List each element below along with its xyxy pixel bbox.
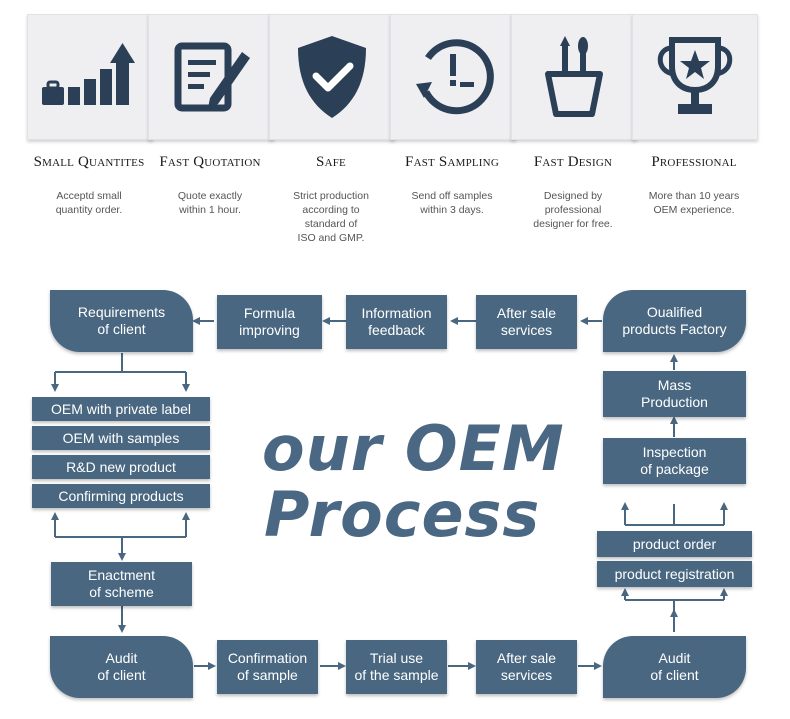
node-product-registration: product registration	[597, 561, 752, 587]
feature-tile	[27, 14, 153, 140]
node-after-sale-bottom: After sale services	[476, 640, 577, 694]
clock-refresh-icon	[416, 39, 494, 115]
feature-tile	[148, 14, 274, 140]
option-private-label: OEM with private label	[32, 397, 210, 421]
node-product-order: product order	[597, 531, 752, 557]
feature-title: Fast Design	[533, 154, 613, 170]
feature-title: Safe	[316, 154, 346, 170]
feature-tile	[511, 14, 637, 140]
node-formula: Formula improving	[217, 295, 322, 349]
feature-fast-design: Fast Design Designed by professional des…	[511, 14, 637, 230]
document-pen-icon	[174, 42, 250, 112]
feature-title: Fast Sampling	[405, 154, 499, 170]
node-trial: Trial use of the sample	[346, 640, 447, 694]
feature-professional: Professional More than 10 years OEM expe…	[632, 14, 758, 216]
feature-desc: Strict production according to standard …	[293, 190, 369, 244]
feature-small-quantities: Small Quantites Acceptd small quantity o…	[27, 14, 153, 216]
shield-check-icon	[298, 36, 366, 118]
headline-line2: Process	[264, 478, 541, 551]
feature-safe: Safe Strict production according to stan…	[269, 14, 395, 244]
node-audit-right: Audit of client	[603, 636, 746, 698]
node-mass-production: Mass Production	[603, 371, 746, 417]
feature-fast-quotation: Fast Quotation Quote exactly within 1 ho…	[148, 14, 274, 216]
feature-desc: Send off samples within 3 days.	[411, 190, 493, 216]
feature-desc: More than 10 years OEM experience.	[648, 190, 740, 216]
headline-line1: our OEM	[262, 412, 565, 485]
node-inspection: Inspection of package	[603, 438, 746, 484]
feature-tile	[269, 14, 395, 140]
feature-title: Professional	[651, 154, 737, 170]
feature-tile	[632, 14, 758, 140]
feature-desc: Quote exactly within 1 hour.	[177, 190, 243, 216]
bar-chart-briefcase-icon	[42, 43, 135, 105]
node-information: Information feedback	[346, 295, 447, 349]
feature-desc: Designed by professional designer for fr…	[533, 190, 613, 230]
node-audit-left: Audit of client	[50, 636, 193, 698]
node-qualified: Oualified products Factory	[603, 290, 746, 352]
option-rd-new-product: R&D new product	[32, 455, 210, 479]
option-with-samples: OEM with samples	[32, 426, 210, 450]
option-confirming-products: Confirming products	[32, 484, 210, 508]
node-confirmation: Confirmation of sample	[217, 640, 318, 694]
feature-fast-sampling: Fast Sampling Send off samples within 3 …	[390, 14, 516, 216]
feature-title: Small Quantites	[33, 154, 145, 170]
brush-cup-icon	[545, 36, 603, 117]
node-requirements: Requirements of client	[50, 290, 193, 352]
trophy-star-icon	[657, 37, 733, 114]
node-after-sale-top: After sale services	[476, 295, 577, 349]
feature-desc: Acceptd small quantity order.	[55, 190, 123, 216]
feature-title: Fast Quotation	[159, 154, 261, 170]
node-enactment: Enactment of scheme	[51, 562, 192, 606]
